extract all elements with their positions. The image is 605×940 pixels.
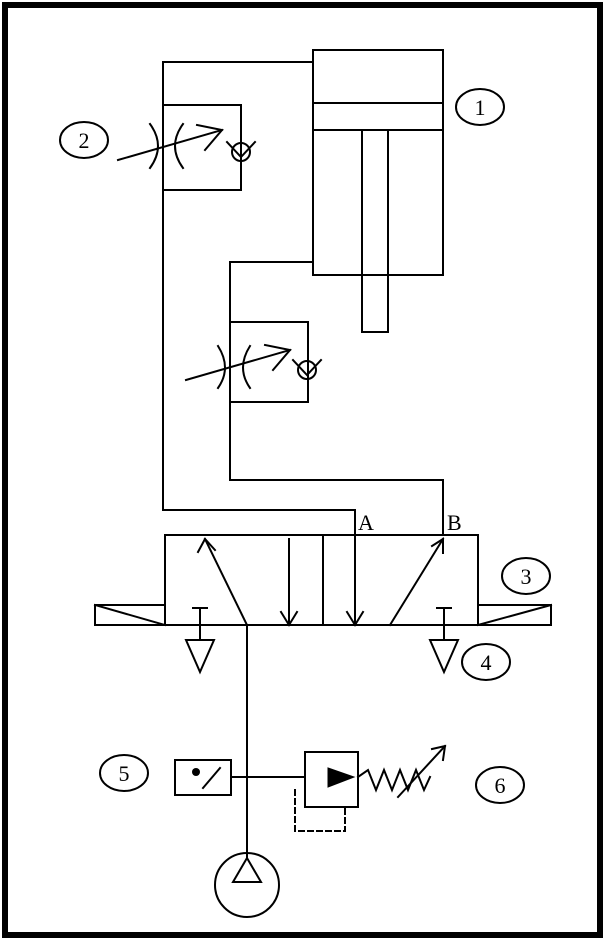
callout-1-ring	[455, 88, 505, 126]
callout-4-ring	[461, 643, 511, 681]
exhaust-left	[184, 624, 216, 675]
flow-control-valve-lower	[184, 321, 323, 403]
callout-4: 4	[481, 650, 492, 675]
callout-5: 5	[119, 761, 130, 786]
port-a-label: A	[358, 510, 374, 535]
callout-2: 2	[79, 128, 90, 153]
working-lines	[162, 61, 444, 536]
pressure-relief-valve	[246, 744, 447, 832]
callout-3-ring	[501, 557, 551, 595]
callout-3: 3	[521, 564, 532, 589]
relief-valve-flow-arrow	[327, 767, 356, 788]
exhaust-right	[428, 624, 460, 675]
pressure-source	[214, 852, 280, 918]
callout-1: 1	[475, 95, 486, 120]
callout-2-ring	[59, 121, 109, 159]
port-b-label: B	[447, 510, 462, 535]
callout-6-ring	[475, 766, 525, 804]
gauge-dot-icon	[192, 768, 200, 776]
directional-control-valve	[93, 534, 553, 627]
pressure-gauge	[174, 759, 248, 796]
callout-5-ring	[99, 754, 149, 792]
cylinder	[312, 49, 444, 333]
callout-6: 6	[495, 773, 506, 798]
flow-control-valve-upper	[116, 104, 257, 191]
